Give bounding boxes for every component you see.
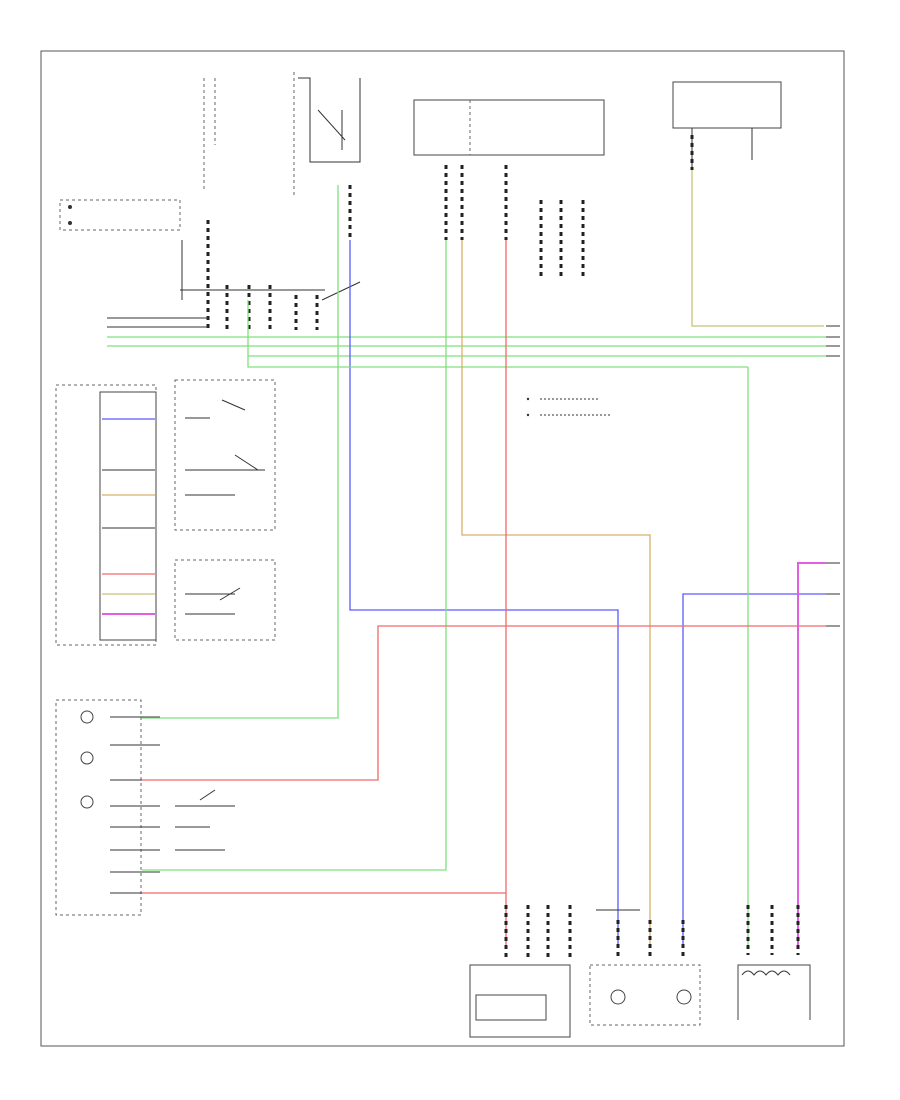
green-wire-right bbox=[247, 300, 749, 945]
blue-wire bbox=[349, 240, 619, 945]
top-right-module bbox=[672, 81, 782, 170]
green-wire-left bbox=[142, 185, 339, 719]
right-edge-terminals bbox=[826, 325, 840, 627]
magenta-wire bbox=[797, 562, 826, 945]
right-rear-module bbox=[737, 905, 811, 1020]
red-wire-center bbox=[142, 240, 507, 945]
relay-box bbox=[293, 72, 361, 198]
legend bbox=[526, 397, 610, 417]
left-headlight-harness bbox=[469, 905, 572, 1038]
lower-switch bbox=[175, 789, 235, 851]
front-controller-box bbox=[413, 99, 605, 156]
headlight-dimmer-switch bbox=[174, 559, 276, 641]
center-connector-posts bbox=[206, 135, 694, 330]
top-left-switch bbox=[59, 199, 181, 231]
orange-wire bbox=[461, 240, 651, 945]
top-fuse-block bbox=[181, 78, 216, 300]
light-control-switch bbox=[174, 379, 276, 531]
red-wire-loop bbox=[142, 625, 826, 781]
left-harness-connector bbox=[55, 384, 157, 646]
green-wire-center bbox=[142, 240, 447, 871]
tan-signal-wire bbox=[691, 170, 824, 327]
horizontal-bus bbox=[107, 281, 826, 357]
front-lamp-assembly bbox=[55, 699, 160, 916]
blue-wire-right bbox=[682, 593, 826, 945]
lamp-unit bbox=[589, 909, 701, 1026]
diagram-frame bbox=[40, 50, 845, 1047]
